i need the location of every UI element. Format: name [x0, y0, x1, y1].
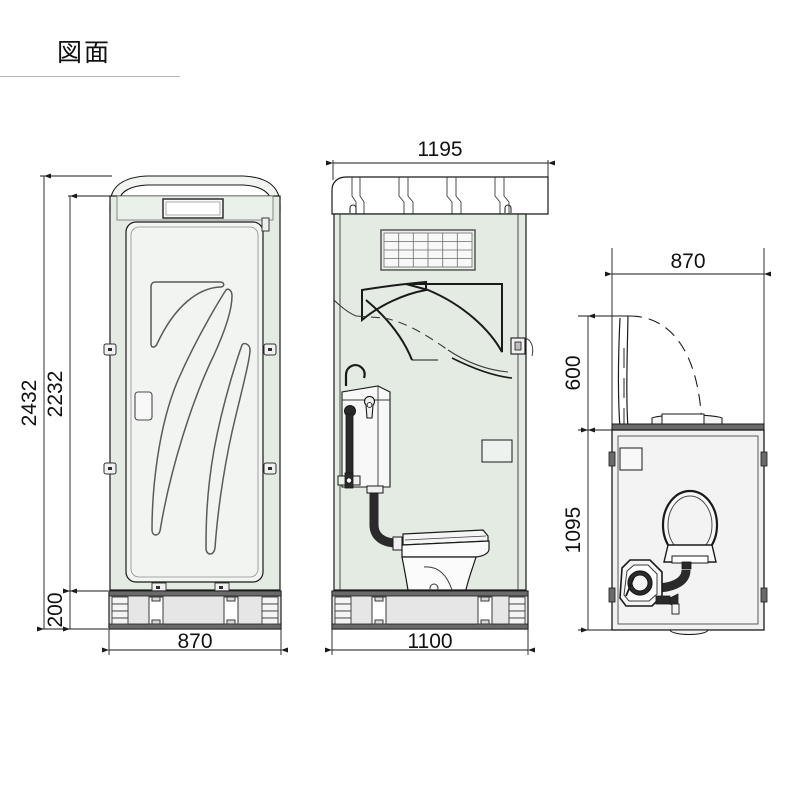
- front-door-lock-plate: [134, 391, 153, 421]
- dim-plan-width: 870: [670, 250, 705, 273]
- section-toilet-lid: [402, 529, 489, 546]
- front-hinge-group: [103, 343, 277, 475]
- section-wrap-curve-left: [334, 299, 357, 317]
- front-dim-lines: [36, 173, 289, 655]
- plan-pump-handle: [625, 576, 635, 597]
- dim-base-width: 1100: [407, 630, 452, 653]
- section-toilet-bowl-contour: [423, 566, 453, 591]
- plan-door-swing-arc: [629, 315, 703, 431]
- plan-valve-body: [655, 595, 671, 605]
- dim-front-width: 870: [177, 630, 212, 653]
- section-cistern-assembly: [337, 364, 403, 551]
- plan-door-swing: [617, 315, 703, 431]
- section-wrap-curve-right: [447, 349, 509, 373]
- front-swoosh-3: [205, 342, 251, 555]
- plan-bottom-tab: [669, 629, 709, 635]
- front-door-panel-inset: [130, 226, 259, 578]
- plan-dim-lines: [578, 248, 772, 633]
- section-supply-pipe: [345, 413, 354, 477]
- plan-wall-plate: [619, 447, 643, 471]
- front-bottom-bracket-left-bolt: [156, 586, 160, 589]
- side-section-view: 1195 1100: [324, 138, 556, 655]
- section-roof: [331, 176, 549, 215]
- section-base-skid: [331, 590, 529, 630]
- section-swoosh-2: [405, 283, 503, 353]
- title-divider: [0, 76, 180, 77]
- plan-pump-assembly: [619, 559, 691, 615]
- section-door-latch: [510, 337, 534, 357]
- section-wall-plate: [481, 439, 513, 463]
- section-flush-pipe-joint: [392, 536, 403, 551]
- dim-door-swing-depth: 600: [562, 355, 585, 390]
- dim-base-height: 200: [44, 592, 67, 627]
- section-wrap-dash-a: [355, 315, 385, 319]
- front-door-decoration-group: [150, 281, 251, 555]
- section-toilet: [401, 529, 490, 593]
- dim-overall-height: 2432: [18, 380, 41, 427]
- section-swoosh-3: [365, 299, 413, 361]
- page-title: 図面: [57, 38, 112, 67]
- section-door-decoration-group: [334, 280, 513, 379]
- plan-door-leaf-outer: [626, 315, 629, 429]
- plan-door-leaf-inner: [617, 317, 621, 429]
- front-door-top-bracket: [261, 217, 270, 232]
- plan-roof-vent: [661, 413, 705, 425]
- dim-roof-width: 1195: [417, 138, 462, 161]
- front-swoosh-1: [150, 281, 225, 348]
- section-dim-lines: [324, 160, 556, 655]
- section-faucet-spout: [344, 364, 366, 386]
- plan-hinge-group: [608, 451, 768, 603]
- plan-toilet-outlet-collar: [681, 561, 692, 570]
- section-wrap-curve-lower: [451, 357, 513, 379]
- plan-toilet: [661, 489, 719, 570]
- plan-valve-stem: [671, 603, 680, 615]
- dim-plan-depth: 1095: [562, 507, 585, 554]
- front-bottom-bracket-right-bolt: [219, 586, 223, 589]
- section-vent-grille: [380, 229, 476, 271]
- section-flush-pipe-collar: [366, 485, 384, 494]
- section-wrap-dash-b: [383, 317, 449, 351]
- section-flush-pipe: [369, 488, 397, 548]
- front-base-skid: [108, 590, 282, 630]
- section-toilet-bowl: [401, 556, 477, 591]
- plan-view: 870 600 1095: [562, 248, 772, 635]
- dim-body-height: 2232: [44, 371, 67, 418]
- front-vent-window-inner: [165, 201, 221, 216]
- front-elevation-view: 2432 2232 200 870: [18, 173, 289, 655]
- section-stop-valve: [337, 472, 361, 489]
- front-swoosh-2: [151, 288, 233, 536]
